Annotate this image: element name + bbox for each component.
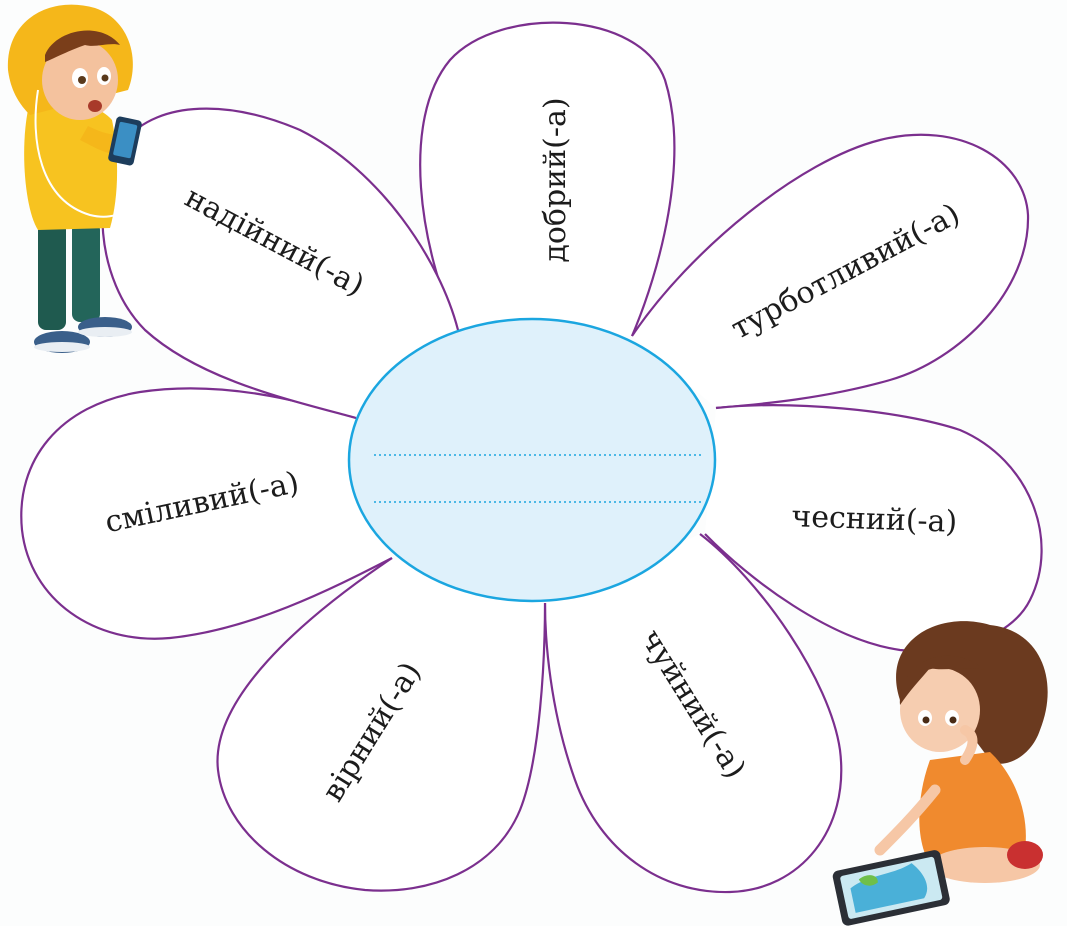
- boy-with-smartphone-illustration: [7, 4, 144, 353]
- petal-turbotlyvyi: [631, 133, 1030, 410]
- petals: [20, 21, 1043, 894]
- petal-virnyi: [216, 557, 547, 892]
- petal-chesnyi: [704, 404, 1043, 652]
- petal-chuinyi: [543, 533, 843, 894]
- center-circle: [347, 317, 717, 603]
- girl-with-tablet-illustration: [832, 621, 1048, 926]
- label-chesnyi: чесний(-а): [791, 499, 958, 540]
- petal-dobryi: [419, 21, 676, 337]
- petal-smilyvyi: [20, 387, 393, 640]
- label-dobryi: добрий(-а): [538, 97, 573, 262]
